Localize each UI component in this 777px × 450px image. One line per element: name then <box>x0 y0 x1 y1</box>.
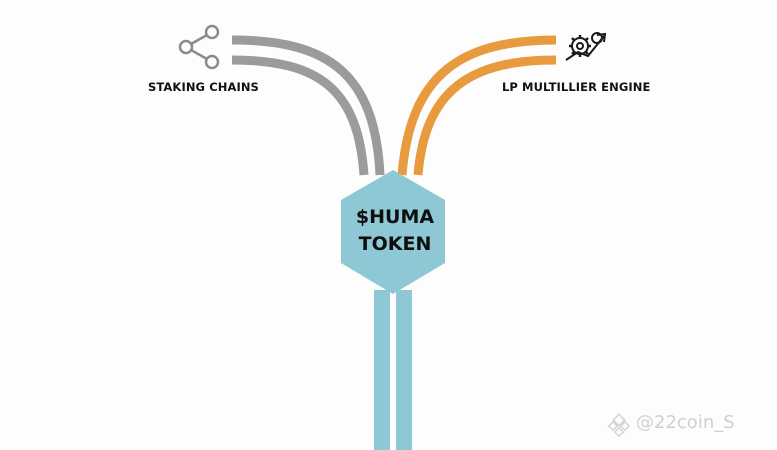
token-stream <box>374 290 412 450</box>
token-hexagon <box>341 170 445 294</box>
lp-multillier-engine-label: LP MULTILLIER ENGINE <box>502 80 651 94</box>
share-network-icon <box>178 24 220 70</box>
watermark: @22coin_S <box>606 412 735 433</box>
token-stream-right <box>396 290 412 450</box>
token-stream-left <box>374 290 390 450</box>
binance-logo-icon <box>607 413 631 438</box>
staking-chains-label: STAKING CHAINS <box>148 80 259 94</box>
lp-stream <box>397 35 557 176</box>
staking-stream-inner <box>231 55 369 176</box>
lp-stream-outer <box>397 35 557 176</box>
token-name-line1: $HUMA <box>355 206 435 228</box>
gears-chart-arrow-icon <box>565 32 607 61</box>
watermark-text: @22coin_S <box>636 412 735 433</box>
lp-stream-inner <box>413 55 557 176</box>
staking-stream <box>231 35 385 176</box>
token-name-line2: TOKEN <box>358 233 432 255</box>
staking-stream-outer <box>231 35 385 176</box>
